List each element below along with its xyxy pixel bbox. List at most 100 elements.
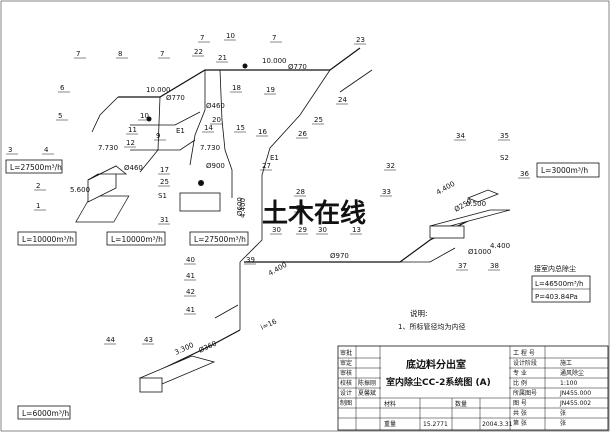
title-block-left-name: 陈振刚 [358,379,376,387]
leader-number: 15 [236,124,245,132]
leader-number: 35 [500,132,509,140]
leader-number: 42 [186,288,195,296]
leader-number: 14 [204,124,213,132]
leader-number: 33 [382,188,391,196]
slope-label: i=16 [259,317,278,332]
leader-number: 20 [212,116,221,124]
tag-s1: S1 [158,192,167,200]
leader-number: 10 [140,112,149,120]
notes: 说明: 1、所标管径均为内径 [398,308,465,331]
material-label: 材料 [384,400,396,408]
elevation-4400-b: 4.400 [490,242,510,250]
title-block-right-label: 比 例 [513,379,527,387]
elevation-10000-a: 10.000 [146,86,171,94]
leader-number: 19 [266,86,275,94]
leader-number: 7 [160,50,164,58]
title-block-right-label: 工 程 号 [513,349,535,357]
leader-number: 25 [296,204,305,212]
diameter-770-a: Ø770 [166,94,185,102]
date-value: 2004.3.31 [482,421,513,428]
airflow-box-27500-left: L=27500m³/h [10,163,62,172]
airflow-box-10000-a: L=10000m³/h [22,235,74,244]
leader-number: 2 [36,182,40,190]
diameter-770-b: Ø770 [288,63,307,71]
title-block-left-name: 夏馨斌 [358,389,376,397]
leader-number: 4 [44,146,49,154]
tag-s2: S2 [500,154,509,162]
leader-number: 44 [106,336,115,344]
elevation-5600: 5.600 [70,186,90,194]
leader-number: 36 [520,170,529,178]
leader-number: 32 [386,162,395,170]
leader-number: 18 [232,84,241,92]
leader-number: 23 [356,36,365,44]
leader-number: 10 [226,32,235,40]
leader-number: 7 [272,34,276,42]
leader-number: 11 [128,126,137,134]
leader-number: 24 [338,96,347,104]
diameter-460-b: Ø460 [206,102,225,110]
airflow-box-6000: L=6000m³/h [22,409,69,418]
diameter-600: Ø600 [236,197,244,216]
leader-number: 8 [118,50,122,58]
leader-number: 25 [314,116,323,124]
airflow-box-10000-b: L=10000m³/h [111,235,163,244]
elevation-0500: 0.500 [466,200,486,208]
title-block: 底边料分出室 室内除尘CC-2系统图 (A) 审批审定审核校核陈振刚设计夏馨斌制… [337,345,609,431]
leader-number: 37 [458,262,467,270]
leader-number: 30 [272,226,281,234]
airflow-box-3000: L=3000m³/h [541,166,588,175]
title-block-left-label: 审核 [340,369,352,377]
watermark: 土木在线 [262,199,366,229]
title-block-right-value: 施工 [560,359,572,367]
title-block-left-label: 审批 [340,349,352,357]
totals-title: 接室内总除尘 [534,264,576,273]
title-block-right-value: JN455.002 [559,400,591,407]
tag-e1-b: E1 [270,154,279,162]
title-block-right-label: 所属图号 [513,389,537,397]
equipment-boxes [87,165,511,393]
airflow-labels: L=27500m³/h L=10000m³/h L=10000m³/h L=27… [5,159,600,420]
weight-label: 重量 [384,420,396,428]
title-block-right-label: 专 业 [513,369,527,377]
duct-network-left [75,47,501,371]
leader-number: 34 [456,132,465,140]
title-block-right-value: JN455.000 [559,390,591,397]
leader-number: 38 [490,262,499,270]
leader-number: 41 [186,306,195,314]
leader-number: 1 [36,202,40,210]
leader-number: 26 [298,130,307,138]
tag-e1-a: E1 [176,127,185,135]
leader-number: 28 [296,188,305,196]
diameter-900: Ø900 [206,162,225,170]
title-block-right-label: 第 张 [513,419,527,427]
totals-box: 接室内总除尘 L=46500m³/h P=403.84Pa [531,264,591,303]
leader-number: 27 [262,162,271,170]
leader-number: 21 [218,54,227,62]
leader-number: 7 [76,50,80,58]
elevation-4400-c: 4.400 [267,261,288,278]
title-block-left-label: 校核 [340,379,352,387]
leader-number: 41 [186,272,195,280]
leader-number: 6 [60,84,65,92]
notes-item-1: 1、所标管径均为内径 [398,322,465,331]
elevation-7730-b: 7.730 [200,144,220,152]
diameter-970: Ø970 [330,252,349,260]
title-block-right-value: 张 [560,409,566,417]
project-name: 底边料分出室 [406,358,466,371]
weight-value: 15.2771 [423,421,448,428]
title-block-right-value: 张 [560,419,566,427]
leader-number: 3 [8,146,12,154]
title-block-left-label: 审定 [340,359,352,367]
diameter-360: Ø360 [197,340,217,355]
title-block-right-value: 1:100 [560,380,577,387]
leader-number: 39 [246,256,255,264]
diameter-250: Ø250 [453,197,473,213]
title-block-left-label: 设计 [340,389,352,397]
leader-number: 43 [144,336,153,344]
elevation-4400-a: 4.400 [435,180,456,197]
leader-number: 5 [58,112,62,120]
